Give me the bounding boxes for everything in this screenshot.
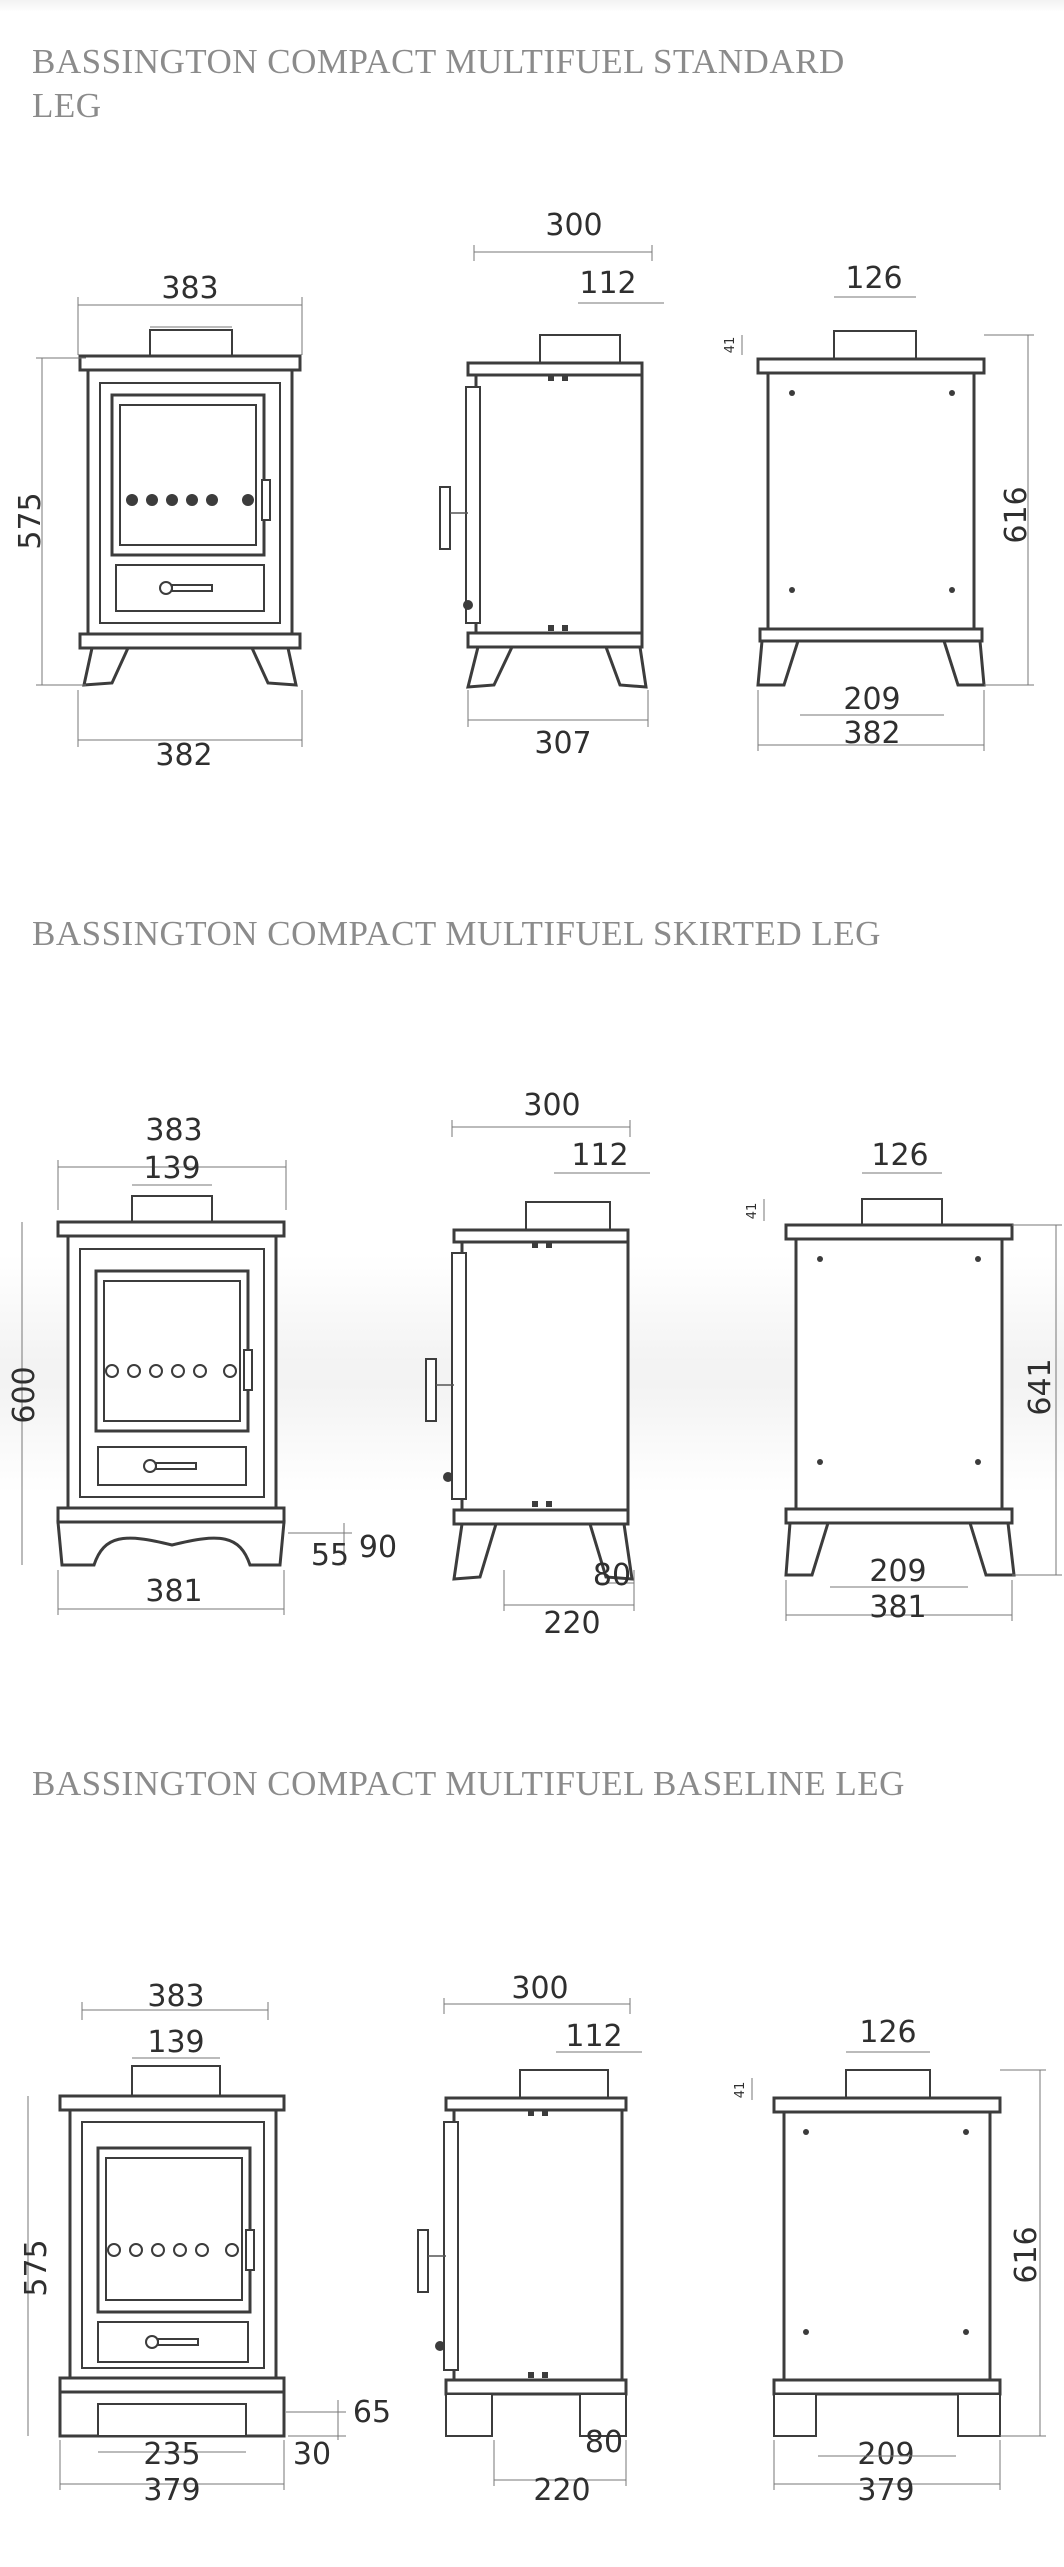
skirted-front-view: 383 139 — [7, 1113, 397, 1615]
skirted-rear-width: 381 — [869, 1590, 926, 1625]
skirted-front-width-base: 381 — [145, 1574, 202, 1609]
skirted-side-flue: 112 — [571, 1138, 628, 1173]
skirted-rear-leg-span: 209 — [869, 1554, 926, 1589]
skirted-side-depth-base: 220 — [543, 1606, 600, 1635]
standard-rear-leg-span: 209 — [843, 682, 900, 717]
baseline-rear-leg-span: 209 — [857, 2437, 914, 2472]
baseline-rear-flue: 126 — [859, 2015, 916, 2050]
standard-side-depth-top: 300 — [545, 208, 602, 243]
baseline-side-view: 300 112 80 — [417, 1971, 642, 2508]
baseline-rear-flue-height: 41 — [733, 2082, 748, 2099]
standard-rear-width: 382 — [843, 716, 900, 751]
skirted-front-width-top: 383 — [145, 1113, 202, 1148]
standard-leg-drawings: 383 139 — [0, 195, 1064, 775]
standard-rear-flue-height: 41 — [723, 337, 738, 354]
skirted-rear-flue-height: 41 — [745, 1203, 760, 1220]
section-title-skirted-leg: BASSINGTON COMPACT MULTIFUEL SKIRTED LEG — [32, 914, 881, 953]
skirted-front-leg-b: 90 — [359, 1530, 397, 1565]
standard-rear-view: 126 41 616 209 — [723, 261, 1034, 751]
skirted-rear-height: 641 — [1023, 1358, 1058, 1415]
skirted-front-flue-width: 139 — [143, 1151, 200, 1186]
skirted-front-leg-a: 55 — [311, 1538, 349, 1573]
standard-front-width-top: 383 — [161, 271, 218, 306]
baseline-front-base-b: 65 — [353, 2395, 391, 2430]
standard-front-view: 383 139 — [13, 271, 303, 773]
top-divider — [0, 0, 1064, 12]
skirted-rear-view: 126 41 641 209 — [745, 1138, 1062, 1625]
baseline-front-base-inner: 235 — [143, 2437, 200, 2472]
skirted-rear-flue: 126 — [871, 1138, 928, 1173]
skirted-front-height: 600 — [7, 1366, 42, 1423]
baseline-front-width-top: 383 — [147, 1979, 204, 2014]
standard-side-flue: 112 — [579, 266, 636, 301]
baseline-side-depth-base: 220 — [533, 2473, 590, 2508]
standard-side-depth-base: 307 — [534, 726, 591, 761]
baseline-front-base-a: 30 — [293, 2437, 331, 2472]
skirted-side-leg: 80 — [593, 1558, 631, 1593]
baseline-front-view: 383 139 — [19, 1979, 391, 2508]
baseline-front-height: 575 — [19, 2239, 54, 2296]
section-title-baseline-leg: BASSINGTON COMPACT MULTIFUEL BASELINE LE… — [32, 1764, 905, 1803]
standard-side-view: 300 112 307 — [439, 208, 664, 761]
baseline-rear-view: 126 41 616 209 — [733, 2015, 1046, 2508]
baseline-front-width-base: 379 — [143, 2473, 200, 2508]
baseline-side-flue: 112 — [565, 2019, 622, 2054]
baseline-rear-width: 379 — [857, 2473, 914, 2508]
baseline-side-leg: 80 — [585, 2425, 623, 2460]
standard-front-height: 575 — [13, 492, 48, 549]
baseline-rear-height: 616 — [1009, 2226, 1044, 2283]
skirted-side-depth-top: 300 — [523, 1088, 580, 1123]
baseline-side-depth-top: 300 — [511, 1971, 568, 2006]
skirted-leg-drawings: 383 139 — [0, 1075, 1064, 1635]
baseline-front-flue-width: 139 — [147, 2025, 204, 2060]
baseline-leg-drawings: 383 139 — [0, 1960, 1064, 2520]
standard-rear-flue: 126 — [845, 261, 902, 296]
skirted-side-view: 300 112 80 — [425, 1088, 650, 1635]
standard-front-width-base: 382 — [155, 738, 212, 773]
standard-rear-height: 616 — [999, 486, 1034, 543]
section-title-standard-leg: BASSINGTON COMPACT MULTIFUEL STANDARD LE… — [32, 42, 845, 125]
